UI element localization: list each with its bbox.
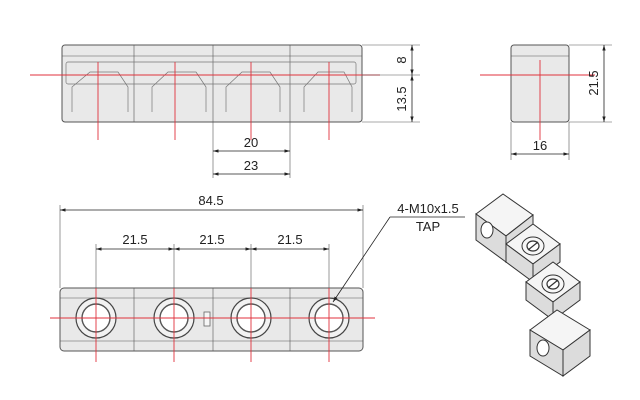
dim-slot-width: 20: [244, 135, 258, 150]
callout-type: TAP: [416, 219, 440, 234]
slot-profiles: [65, 61, 357, 112]
side-view: 21.5 16: [480, 44, 612, 160]
dim-hole-pitch-1: 21.5: [122, 232, 147, 247]
isometric-view: [475, 193, 591, 377]
top-view: [50, 287, 375, 362]
iso-block: [525, 261, 581, 321]
dim-height-13-5: 13.5: [394, 86, 409, 111]
iso-block: [529, 309, 591, 377]
dim-height-8: 8: [394, 56, 409, 63]
callout-thread: 4-M10x1.5: [397, 201, 458, 216]
dim-overall-length: 84.5: [198, 193, 223, 208]
callout-leader: [332, 216, 391, 303]
joint-tab: [203, 311, 211, 327]
front-view-height-dims: 8 13.5: [362, 44, 420, 123]
front-view: [30, 44, 380, 140]
thread-callout: 4-M10x1.5 TAP: [332, 201, 465, 303]
hole-pitch-dims: 21.5 21.5 21.5: [95, 232, 330, 288]
dim-hole-pitch-2: 21.5: [199, 232, 224, 247]
dim-hole-pitch-3: 21.5: [277, 232, 302, 247]
front-view-body: [61, 44, 363, 123]
dim-side-width: 16: [533, 138, 547, 153]
dim-slot-pitch: 23: [244, 158, 258, 173]
slot-width-dims: 20 23: [212, 122, 291, 178]
top-view-body: [59, 287, 364, 352]
overall-length-dim: 84.5: [59, 193, 364, 288]
dim-side-height: 21.5: [586, 70, 601, 95]
